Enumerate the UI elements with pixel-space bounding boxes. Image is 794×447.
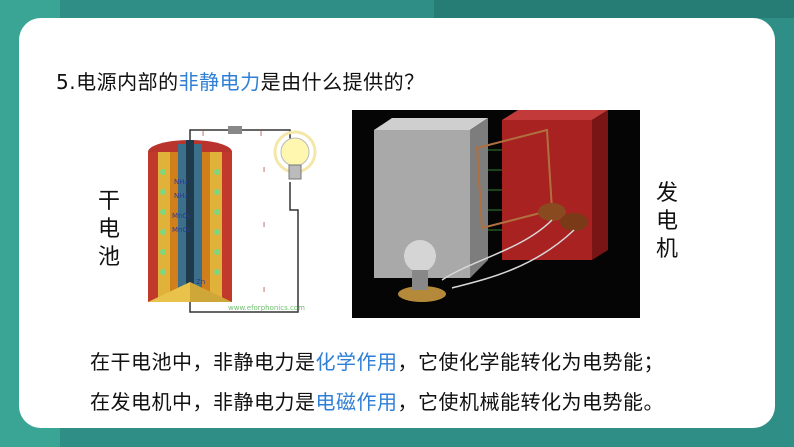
answer-highlight: 化学作用 — [315, 350, 398, 374]
current-label: I — [202, 130, 204, 138]
current-label: I — [263, 286, 265, 294]
answer-line-battery: 在干电池中，非静电力是化学作用，它使化学能转化为电势能； — [90, 346, 664, 375]
battery-label-zn: Zn — [196, 278, 205, 286]
battery-watermark: www.eforphonics.com — [228, 304, 305, 312]
battery-label-mno2: MnO₂ — [172, 212, 191, 220]
answer-prefix: 在发电机中，非静电力是 — [90, 390, 316, 414]
current-label: I — [263, 221, 265, 229]
current-label: I — [260, 130, 262, 138]
battery-label-char: 电 — [97, 217, 120, 242]
question-text: 5.电源内部的非静电力是由什么提供的？ — [56, 66, 425, 95]
generator-label: 发 电 机 — [655, 180, 679, 264]
battery-label-char: 干 — [97, 189, 120, 214]
answer-line-generator: 在发电机中，非静电力是电磁作用，它使机械能转化为电势能。 — [90, 386, 664, 415]
battery-label-nh4: NH₄ — [174, 178, 188, 186]
answer-suffix: ，它使机械能转化为电势能。 — [397, 390, 664, 414]
answer-prefix: 在干电池中，非静电力是 — [90, 350, 316, 374]
generator-photo — [352, 110, 640, 318]
answer-suffix: ，它使化学能转化为电势能； — [397, 350, 664, 374]
battery-label-mno2-2: MnO₂ — [172, 226, 191, 234]
dry-battery-illustration: NH₄ NH₄ MnO₂ MnO₂ Zn I I I I I www.eforp… — [130, 122, 330, 322]
battery-label-char: 池 — [97, 245, 120, 270]
battery-label: 干 电 池 — [97, 188, 121, 272]
generator-label-char: 电 — [655, 209, 678, 234]
generator-label-char: 发 — [655, 181, 678, 206]
question-highlight: 非静电力 — [178, 70, 261, 94]
answer-highlight: 电磁作用 — [315, 390, 398, 414]
background-top-band — [434, 0, 794, 18]
question-suffix: 是由什么提供的？ — [260, 70, 425, 94]
current-label: I — [263, 166, 265, 174]
question-prefix: 5.电源内部的 — [56, 70, 179, 94]
generator-label-char: 机 — [655, 237, 678, 262]
battery-label-nh4-2: NH₄ — [174, 192, 188, 200]
